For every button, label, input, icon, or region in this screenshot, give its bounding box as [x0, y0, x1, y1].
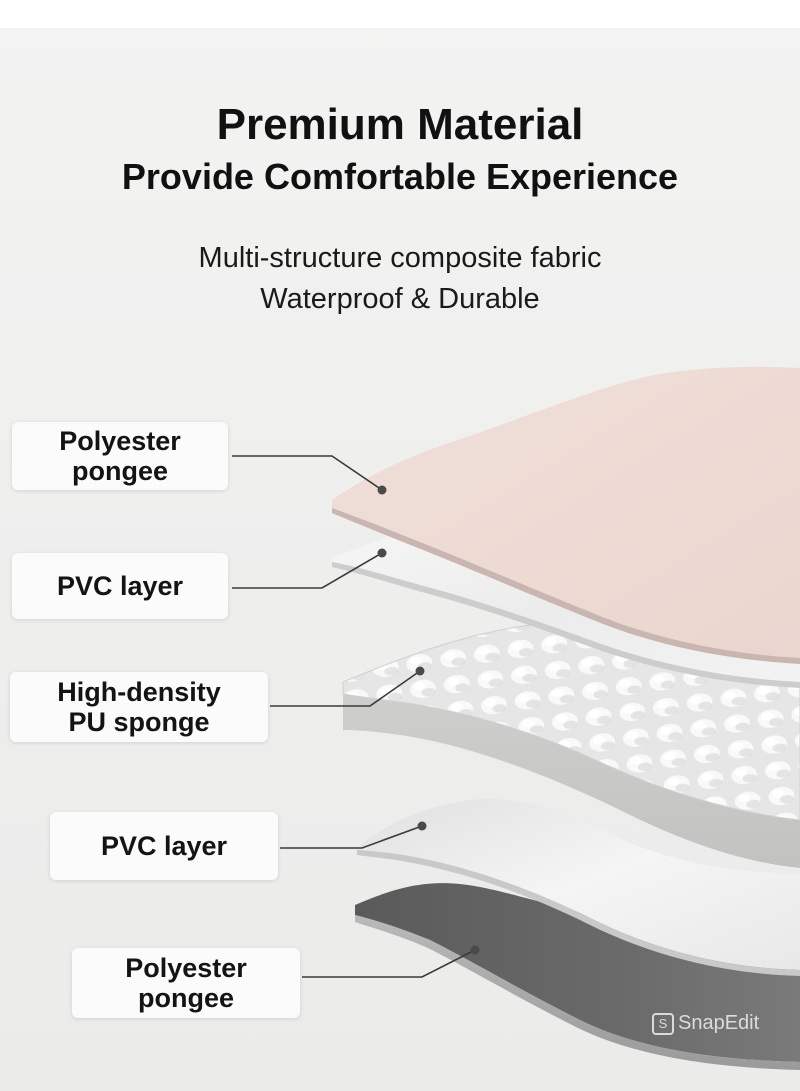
page-subtitle: Provide Comfortable Experience [121, 156, 679, 197]
layer-lower-pvc [357, 799, 800, 976]
label-pvc-layer-top: PVC layer [12, 553, 228, 619]
snapedit-logo-icon: S [652, 1012, 674, 1035]
label-line-2: pongee [137, 983, 234, 1013]
label-line-1: Polyester [125, 953, 247, 983]
leader-line-1 [232, 455, 383, 491]
description-line-2: Waterproof & Durable [260, 283, 540, 315]
anchor-dot-2 [377, 548, 387, 558]
label-line-2: pongee [71, 456, 168, 486]
leader-line-3 [270, 670, 421, 707]
label-pvc-layer-bottom: PVC layer [50, 812, 278, 880]
anchor-dot-3 [415, 666, 425, 676]
description-line-1: Multi-structure composite fabric [198, 242, 602, 274]
leader-line-4 [280, 825, 423, 849]
label-pu-sponge: High-density PU sponge [10, 672, 268, 742]
layer-top-polyester [332, 366, 800, 664]
leader-line-2 [232, 552, 383, 589]
anchor-dot-5 [470, 945, 480, 955]
label-line-1: High-density [57, 677, 221, 707]
top-border [0, 0, 800, 28]
page-title: Premium Material [216, 100, 584, 149]
leader-line-5 [302, 949, 476, 978]
label-line-1: Polyester [59, 426, 181, 456]
watermark: S SnapEdit [652, 1012, 759, 1035]
watermark-text: SnapEdit [678, 1012, 760, 1034]
anchor-dots [377, 485, 480, 955]
label-polyester-pongee-top: Polyester pongee [12, 422, 228, 490]
label-line-2: PU sponge [68, 707, 210, 737]
label-polyester-pongee-bottom: Polyester pongee [72, 948, 300, 1018]
leader-lines [232, 455, 476, 978]
label-line-1: PVC layer [56, 571, 184, 601]
label-line-1: PVC layer [100, 831, 228, 861]
anchor-dot-4 [417, 821, 427, 831]
anchor-dot-1 [377, 485, 387, 495]
layer-bottom-polyester [355, 883, 800, 1070]
